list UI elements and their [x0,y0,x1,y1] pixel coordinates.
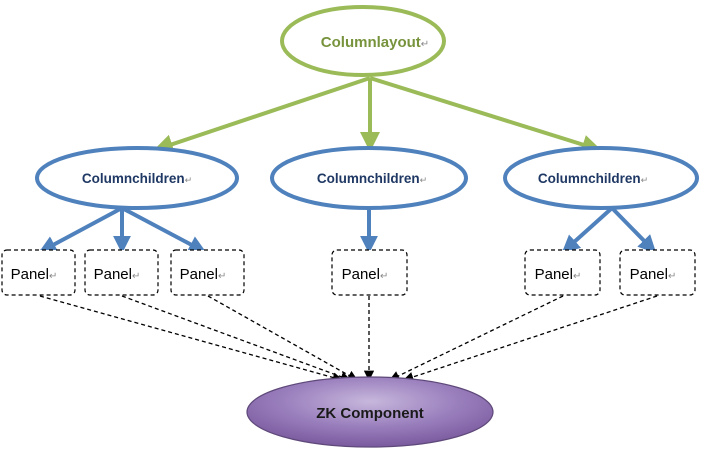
panel-1-label: Panel [11,266,49,283]
panel-5-to-component-arrow [389,295,564,381]
svg-text:Panel↵: Panel↵ [180,266,227,283]
children-1-to-panel-3-arrow [121,206,207,254]
svg-text:Panel↵: Panel↵ [342,266,389,283]
children-3-label: Columnchildren [538,171,641,186]
children-3-paragraph-mark: ↵ [641,176,649,186]
panel-box-2: Panel↵ [84,249,159,296]
panel-2-to-component-arrow [121,295,351,382]
panel-box-5: Panel↵ [524,249,601,296]
children-1-to-panel-1-arrow [38,206,123,254]
panel-2-border [84,249,159,296]
children-3-ellipse [503,146,699,210]
svg-text:Panel↵: Panel↵ [630,266,677,283]
children-2-paragraph-mark: ↵ [420,176,428,186]
root-to-children-1-arrow [153,76,371,154]
panel-3-label: Panel [180,266,218,283]
root-ellipse [280,5,446,77]
svg-text:Columnlayout↵: Columnlayout↵ [321,34,429,51]
children-node-3: Columnchildren↵ [503,146,699,210]
panel-3-border [170,249,245,296]
panel-6-to-component-arrow [403,295,658,382]
svg-text:Panel↵: Panel↵ [94,266,141,283]
children-node-2: Columnchildren↵ [270,146,468,210]
root-label: Columnlayout [321,34,421,51]
children-1-label: Columnchildren [82,171,185,186]
component-ellipse [246,376,494,448]
children-connectors [38,206,657,254]
panel-1-border [1,249,76,296]
children-2-label: Columnchildren [317,171,420,186]
panel-5-paragraph-mark: ↵ [573,271,581,282]
panel-3-to-component-arrow [207,295,358,381]
root-paragraph-mark: ↵ [421,39,429,50]
panel-4-border [331,249,408,296]
component-node: ZK Component [246,376,494,448]
panel-4-label: Panel [342,266,380,283]
panel-6-border [619,249,696,296]
root-to-children-3-arrow [369,76,602,155]
panel-1-paragraph-mark: ↵ [49,271,57,282]
panel-1-to-component-arrow [39,295,344,383]
panel-5-border [524,249,601,296]
children-node-1: Columnchildren↵ [35,146,239,210]
panel-4-paragraph-mark: ↵ [380,271,388,282]
panel-box-6: Panel↵ [619,249,696,296]
panel-box-3: Panel↵ [170,249,245,296]
children-1-paragraph-mark: ↵ [185,176,193,186]
children-3-to-panel-5-arrow [561,206,614,254]
svg-text:Panel↵: Panel↵ [11,266,58,283]
component-label: ZK Component [316,405,423,422]
panel-3-paragraph-mark: ↵ [218,271,226,282]
children-2-ellipse [270,146,468,210]
root-node: Columnlayout↵ [280,5,446,77]
panel-box-1: Panel↵ [1,249,76,296]
root-connectors [153,76,602,155]
panel-2-label: Panel [94,266,132,283]
children-1-ellipse [35,146,239,210]
panel-5-label: Panel [535,266,573,283]
svg-text:Columnchildren↵: Columnchildren↵ [317,171,427,186]
panel-connectors [39,295,658,383]
svg-text:Panel↵: Panel↵ [535,266,582,283]
children-3-to-panel-6-arrow [610,206,657,254]
panel-box-4: Panel↵ [331,249,408,296]
panel-6-paragraph-mark: ↵ [668,271,676,282]
panel-6-label: Panel [630,266,668,283]
svg-text:Columnchildren↵: Columnchildren↵ [82,171,192,186]
panel-2-paragraph-mark: ↵ [132,271,140,282]
svg-text:Columnchildren↵: Columnchildren↵ [538,171,648,186]
